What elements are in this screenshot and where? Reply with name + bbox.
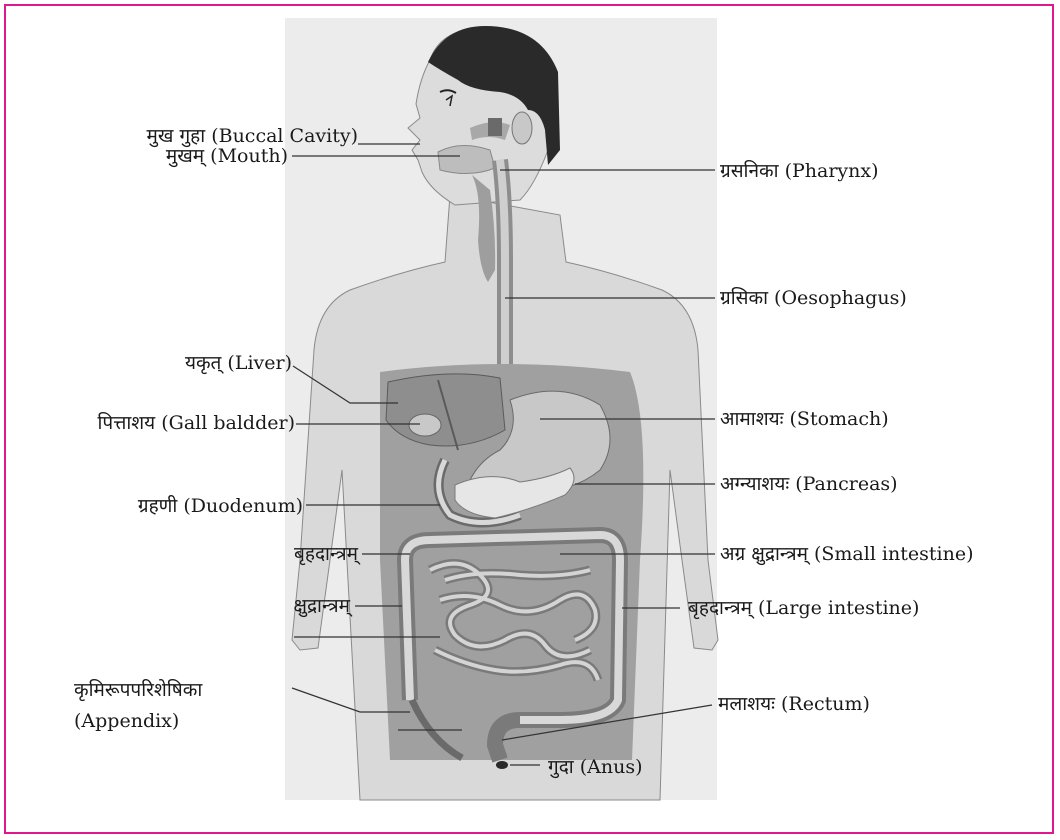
label-appendix-hindi: कृमिरूपपरिशेषिका — [74, 679, 202, 701]
label-liver: यकृत् (Liver) — [185, 352, 292, 374]
ear — [512, 112, 532, 144]
label-large-intestine: बृहदान्त्रम् (Large intestine) — [688, 597, 919, 619]
label-gall-bladder: पित्ताशय (Gall baldder) — [98, 412, 296, 434]
label-kshudrantram: क्षुद्रान्त्रम् — [293, 595, 350, 617]
label-duodenum: ग्रहणी (Duodenum) — [138, 495, 303, 517]
label-pharynx: ग्रसनिका (Pharynx) — [720, 160, 879, 182]
label-brihadantram-left: बृहदान्त्रम् — [294, 543, 358, 565]
tongue — [438, 145, 495, 173]
label-buccal-cavity: मुख गुहा (Buccal Cavity) — [147, 125, 359, 147]
label-rectum: मलाशयः (Rectum) — [718, 693, 870, 715]
label-appendix-en: (Appendix) — [74, 710, 179, 732]
label-small-intestine: अग्र क्षुद्रान्त्रम् (Small intestine) — [720, 543, 973, 565]
label-anus: गुदा (Anus) — [548, 756, 643, 778]
anus — [496, 761, 508, 769]
nasal-dark-patch — [488, 118, 502, 136]
gall-bladder — [409, 414, 441, 436]
liver — [386, 374, 505, 446]
label-mouth: मुखम् (Mouth) — [166, 145, 288, 167]
label-pancreas: अग्न्याशयः (Pancreas) — [720, 473, 898, 495]
label-oesophagus: ग्रसिका (Oesophagus) — [720, 287, 907, 309]
label-stomach: आमाशयः (Stomach) — [720, 408, 889, 430]
